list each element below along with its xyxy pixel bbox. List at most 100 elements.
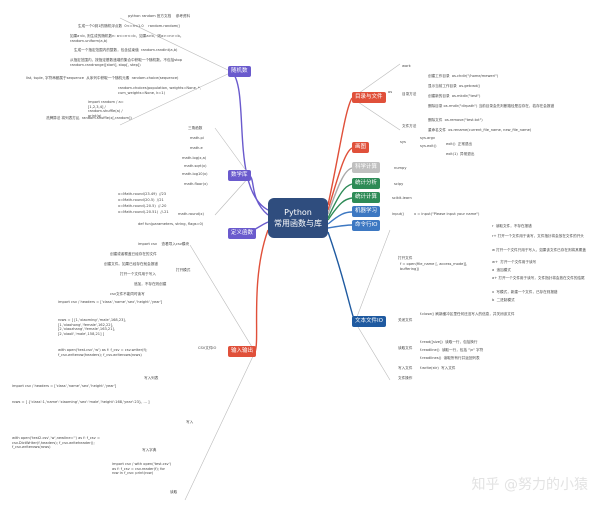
text-leaf: f = open(file_name [, access_mode][, buf… xyxy=(400,262,468,271)
link-ml xyxy=(327,211,353,225)
text-leaf: x 写模式，新建一个文件，已存在则报错 xyxy=(492,290,558,294)
io-leaf: with open('test2.csv','w',newline='') as… xyxy=(12,436,100,450)
io-leaf: 打开模式 xyxy=(176,268,191,272)
text-leaf: f.close() 刷新缓冲区里任何还没写入的信息，并关闭该文件 xyxy=(420,312,515,316)
math-leaf: x=Math.round(23.49) //23 xyxy=(118,192,167,196)
random-leaf: random.choices(population, weights=None,… xyxy=(118,86,202,95)
math-leaf: x=Math.round(20.5) //21 xyxy=(118,198,164,202)
io-leaf: import csv / headers = ['class','name','… xyxy=(12,384,117,388)
def-leaf: def fun(parameters, string, flags=0) xyxy=(138,222,204,226)
link-stat xyxy=(327,197,353,221)
dir-leaf: 创建工作目录 os.chdir("/home/meweri") xyxy=(428,74,499,78)
io-leaf: 写入 xyxy=(186,420,194,424)
io-leaf: import csv / headers = ['class','name','… xyxy=(58,300,163,304)
topic-input-output: 输入输出 xyxy=(228,346,257,357)
topic-cmd: 命令行IO xyxy=(352,220,381,231)
numpy-leaf: numpy xyxy=(394,166,407,170)
text-leaf: w 打开一个文件只用于写入，如果该文件已存在则将其覆盖 xyxy=(492,248,586,252)
topic-text-file-io: 文本文件IO xyxy=(352,316,386,327)
text-leaf: 文件操作 xyxy=(398,376,413,380)
sys-leaf: exit(1) 异常退出 xyxy=(446,152,475,156)
text-leaf: f.write(str) 写入文件 xyxy=(420,366,456,370)
link-turtle xyxy=(327,147,353,211)
sys-leaf: exit() 正常退出 xyxy=(446,142,473,146)
watermark: 知乎 @努力的小猿 xyxy=(471,477,588,493)
topic-random: 随机数 xyxy=(228,66,251,77)
topic-stat: 统计计算 xyxy=(352,192,381,203)
math-leaf: x=Math.round(-20.5) //-20 xyxy=(118,204,167,208)
io-leaf: 创建或者覆盖已经存在的文件 xyxy=(110,252,157,256)
dir-leaf: 文件方法 xyxy=(402,124,417,128)
random-leaf: 生成一个指定范围内的整数，包含结束值 random.randint(a,b) xyxy=(74,48,178,52)
sklearn-leaf: scikit-learn xyxy=(392,196,412,200)
io-leaf: 写入列表 xyxy=(144,376,159,380)
math-leaf: x=Math.round(-20.51) //-21 xyxy=(118,210,169,214)
text-leaf: r+ 打开一个文件用于读写，文件指针将会放在文件的开头 xyxy=(492,234,584,238)
random-leaf: 如果a<b, 则生成的随机数n: a<=n<=b，如果a>b，则a>=n>=b。… xyxy=(70,34,184,43)
dir-leaf: 显示当前工作目录 os.getcwd() xyxy=(428,84,481,88)
topic-ml: 机器学习 xyxy=(352,206,381,217)
topic-bio: 统计分析 xyxy=(352,178,381,189)
sys-leaf: sys.argv xyxy=(420,136,436,140)
text-leaf: 写入文件 xyxy=(398,366,413,370)
input-leaf: x = input("Please input your name") xyxy=(414,212,480,216)
math-leaf: math.pi xyxy=(190,136,204,140)
math-leaf: math.log10(x) xyxy=(182,172,208,176)
sys-leaf: sys xyxy=(400,140,406,144)
random-leaf: 生成一个0到1的随机浮点数 0<=n<1.0 random.random() xyxy=(78,24,181,28)
topic-turtle: 画图 xyxy=(352,142,370,153)
text-leaf: f.readline() 读取一行，包括 "\n" 字符 xyxy=(420,348,484,352)
link-numpy xyxy=(327,167,353,215)
text-leaf: f.readlines() 读取所有行并返回列表 xyxy=(420,356,480,360)
dir-leaf: 创建新的目录 os.mkdir("test") xyxy=(428,94,481,98)
dir-leaf: 删除文件 os.remove("test.txt") xyxy=(428,118,483,122)
dir-leaf: 目录方法 xyxy=(402,92,417,96)
link-random xyxy=(231,71,269,211)
math-leaf: math.round(x) xyxy=(178,212,204,216)
link-text xyxy=(327,231,356,323)
math-leaf: math.log(x,a) xyxy=(182,156,207,160)
math-leaf: math.e xyxy=(190,146,203,150)
io-leaf: import csv / with open('test.csv') as f:… xyxy=(112,462,172,476)
random-leaf: list, tuple, 字符串都属于sequence 从序列中获取一个随机元素… xyxy=(26,76,179,80)
dir-leaf: os xyxy=(388,90,393,94)
text-leaf: 关闭文件 xyxy=(398,318,413,322)
io-leaf: csv文件不能同时读写 xyxy=(110,292,145,296)
text-leaf: w+ 打开一个文件用于读写 xyxy=(492,260,537,264)
text-leaf: b 二进制模式 xyxy=(492,298,515,302)
text-leaf: a+ 打开一个文件用于读写，文件指针将会放在文件的结尾 xyxy=(492,276,585,280)
input-leaf: input() xyxy=(392,212,405,216)
math-leaf: 三角函数 xyxy=(188,126,203,130)
text-leaf: f.read([size]) 读取一行，包括换行 xyxy=(420,340,478,344)
topic-numpy: 科学计算 xyxy=(352,162,381,173)
io-leaf: 打开一个文件用于写入 xyxy=(120,272,156,276)
io-leaf: 读取 xyxy=(170,490,178,494)
topic-dir-file: 目录与文件 xyxy=(352,92,386,103)
dir-leaf: 重命名文件 os.rename(current_file_name, new_f… xyxy=(428,128,532,132)
scipy-leaf: scipy xyxy=(394,182,404,186)
text-leaf: r 读取文件，不存在报错 xyxy=(492,224,532,228)
io-leaf: import csv 查看导入csv模块 xyxy=(138,242,190,246)
io-leaf: rows = [ {'class':1,'name':'xiaoming','s… xyxy=(12,400,150,404)
dir-leaf: 删除目录 os.rmdir("dirpath") 当前目录会先判断路径是否存在，… xyxy=(428,104,555,108)
link-bio xyxy=(327,183,353,219)
io-leaf: 创建文件。如果已经存在就会报错 xyxy=(104,262,158,266)
link-io xyxy=(254,229,269,353)
central-node: Python 常用函数与库 xyxy=(268,198,328,238)
random-leaf: import random / a=[1,2,3,4] / random.shu… xyxy=(88,100,124,118)
random-leaf: python random 官方文档 参考资料 xyxy=(128,14,191,18)
central-title-line2: 常用函数与库 xyxy=(274,219,322,228)
io-leaf: with open('test.csv','w') as f: f_csv = … xyxy=(58,348,148,357)
sys-leaf: sys.exit() xyxy=(420,144,437,148)
topic-math: 数学库 xyxy=(228,170,251,181)
link-cmd xyxy=(327,224,353,229)
math-leaf: math.floor(x) xyxy=(184,182,208,186)
text-leaf: 读取文件 xyxy=(398,346,413,350)
central-title-line1: Python xyxy=(284,208,312,217)
topic-def: 定义函数 xyxy=(228,228,257,239)
io-leaf: CSV文件IO xyxy=(198,346,217,350)
text-leaf: 打开文件 xyxy=(398,256,413,260)
link-math xyxy=(249,175,269,216)
text-leaf: a 追加模式 xyxy=(492,268,511,272)
